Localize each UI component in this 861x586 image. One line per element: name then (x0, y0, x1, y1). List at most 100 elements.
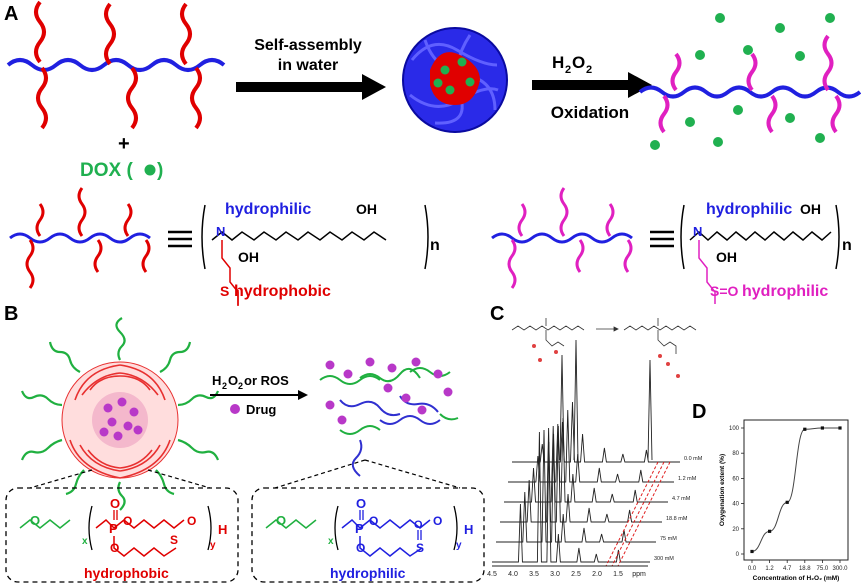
svg-text:P: P (109, 521, 118, 536)
nmr-spectrum-trace (512, 401, 680, 463)
nmr-x-tick-label: ppm (632, 571, 646, 578)
fit-curve (751, 427, 840, 552)
data-point (768, 529, 772, 533)
svg-text:H: H (464, 522, 473, 537)
arrow2-h: H (552, 53, 564, 72)
callout-line (147, 469, 211, 489)
y-tick-label: 0 (736, 552, 740, 558)
nmr-x-tick-label: 4.0 (508, 571, 518, 578)
x-tick-label: 0.0 (748, 566, 757, 572)
nmr-x-tick-label: 2.0 (592, 571, 602, 578)
small-side-chain (141, 239, 151, 273)
svg-text:x: x (328, 536, 334, 547)
panel-b-label: B (4, 303, 18, 325)
hydrophilic-side-chain (658, 94, 670, 134)
hydrophobic-side-chain (34, 0, 46, 64)
x-tick-label: 1.2 (765, 566, 774, 572)
structure-left: hydrophilic OH OH N S hydrophobic n (201, 201, 440, 306)
panel-c-label: C (490, 303, 504, 325)
callout-line (274, 459, 366, 489)
data-point (750, 549, 754, 554)
svg-text:y: y (456, 540, 462, 551)
hydrophobic-side-chain (36, 66, 48, 130)
equivalence-sign (168, 230, 192, 248)
nmr-conc-label: 0.0 mM (684, 456, 703, 462)
nmr-reaction-scheme (511, 318, 697, 354)
hydrophobic-side-chain (180, 2, 192, 66)
small-backbone-right (491, 232, 633, 244)
released-drug (325, 357, 453, 425)
small-side-chain (25, 239, 35, 289)
small-side-chain-oxidized (623, 239, 633, 273)
b-arrow-o: O (228, 373, 238, 388)
hydrophobic-structure: O x O P O O y H O S (19, 496, 227, 557)
nmr-x-tick-label: 3.0 (550, 571, 560, 578)
x-tick-label: 4.7 (783, 566, 792, 572)
x-tick-label: 300.0 (832, 566, 848, 572)
svg-text:O: O (356, 541, 365, 555)
hydrophilic-structure: O x O P O O y H O S O (265, 496, 473, 557)
hydrophilic-side-chain (746, 52, 758, 92)
hydrophobic-side-chain (190, 66, 202, 130)
svg-text:S: S (170, 533, 178, 547)
nmr-tall-peak (573, 339, 579, 461)
hydrophobic-side-chain (126, 66, 138, 130)
data-point (785, 500, 789, 504)
arrow2-sub1: 2 (565, 64, 571, 76)
svg-text:y: y (210, 540, 216, 551)
small-side-chain-oxidized (507, 239, 517, 289)
chart-frame (743, 419, 849, 561)
small-side-chain-oxidized (605, 203, 615, 237)
arrow2-sub2: 2 (586, 64, 592, 76)
nmr-spectrum-trace (504, 417, 668, 503)
left-hydrophilic-label: hydrophilic (225, 201, 311, 218)
arrow2-head (628, 72, 652, 98)
b-arrow-head (298, 390, 308, 400)
left-s: S (220, 283, 229, 299)
nmr-spectra (492, 339, 680, 563)
left-subscript-n: n (430, 237, 440, 254)
svg-text:O: O (414, 519, 423, 531)
nmr-conc-label: 75 mM (660, 536, 677, 542)
right-subscript-n: n (842, 237, 852, 254)
svg-text:O: O (110, 541, 119, 555)
nmr-conc-label: 1.2 mM (678, 476, 697, 482)
nmr-x-tick-label: 4.5 (487, 571, 497, 578)
dox-label: DOX ( (80, 160, 133, 181)
small-side-chain-oxidized (559, 187, 569, 237)
hydrophilic-side-chain (670, 52, 682, 92)
hydrophilic-box (251, 487, 485, 583)
y-axis-label: Oxygenation extent (%) (719, 454, 726, 526)
nmr-red-guides (605, 461, 671, 567)
arrow1-text-line2: in water (278, 57, 338, 74)
structure-right: hydrophilic OH OH N S=O hydrophilic n (680, 201, 852, 304)
disassembled-chains (319, 367, 459, 477)
nmr-spectrum-trace (500, 425, 662, 523)
b-arrow-h: H (212, 373, 221, 388)
svg-text:x: x (82, 536, 88, 547)
equivalence-sign-right (650, 230, 674, 248)
drug-dot (230, 404, 240, 414)
svg-text:H: H (218, 522, 227, 537)
b-arrow-sub2: 2 (238, 381, 243, 391)
hydrophilic-side-chain (822, 34, 834, 92)
y-tick-label: 100 (729, 426, 740, 432)
arrow2-bottom: Oxidation (551, 103, 629, 122)
nmr-x-tick-label: 2.5 (571, 571, 581, 578)
right-n: N (693, 224, 702, 239)
callout-line (29, 469, 93, 489)
x-tick-label: 18.8 (799, 566, 811, 572)
svg-text:O: O (433, 514, 442, 528)
nmr-conc-label: 18.8 mM (666, 516, 688, 522)
arrow2-o: O (572, 53, 585, 72)
right-hydrophilic-label2: hydrophilic (742, 283, 828, 300)
callout-line (364, 459, 461, 489)
nmr-x-tick-label: 3.5 (529, 571, 539, 578)
y-tick-label: 80 (732, 451, 739, 457)
x-axis-label: Concentration of H₂O₂ (mM) (753, 575, 840, 582)
right-oh1: OH (800, 201, 821, 217)
drug-label: Drug (246, 402, 276, 417)
